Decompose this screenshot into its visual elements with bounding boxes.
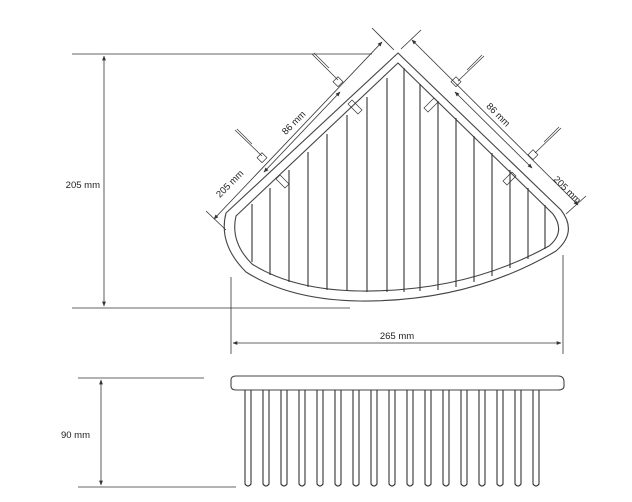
basket-outer-rim bbox=[223, 52, 569, 302]
label-height-205: 205 mm bbox=[66, 180, 100, 191]
top-view: 205 mm 265 mm bbox=[66, 27, 587, 354]
side-rods bbox=[244, 390, 540, 487]
dimension-width-265: 265 mm bbox=[230, 255, 564, 354]
label-left-side-205: 205 mm bbox=[214, 168, 246, 200]
dimension-height-205: 205 mm bbox=[66, 53, 372, 309]
screw-left-upper bbox=[311, 52, 344, 88]
basket-rods-top bbox=[251, 68, 546, 292]
side-top-rail bbox=[230, 375, 565, 391]
dimension-right-side-205: 205 mm bbox=[400, 29, 587, 215]
label-left-screws-86: 86 mm bbox=[280, 109, 308, 137]
label-height-90: 90 mm bbox=[61, 430, 90, 441]
dimension-left-side-205: 205 mm bbox=[205, 27, 395, 231]
screw-left-lower bbox=[234, 128, 268, 164]
dimension-left-screws-86: 86 mm bbox=[263, 91, 341, 173]
screw-right-lower bbox=[527, 126, 562, 161]
screw-right-upper bbox=[450, 54, 485, 88]
basket-inner-rim bbox=[234, 62, 560, 292]
dimension-height-90: 90 mm bbox=[61, 377, 236, 488]
label-width-265: 265 mm bbox=[380, 331, 414, 342]
label-right-side-205: 205 mm bbox=[551, 174, 583, 206]
side-view: 90 mm bbox=[61, 375, 565, 488]
